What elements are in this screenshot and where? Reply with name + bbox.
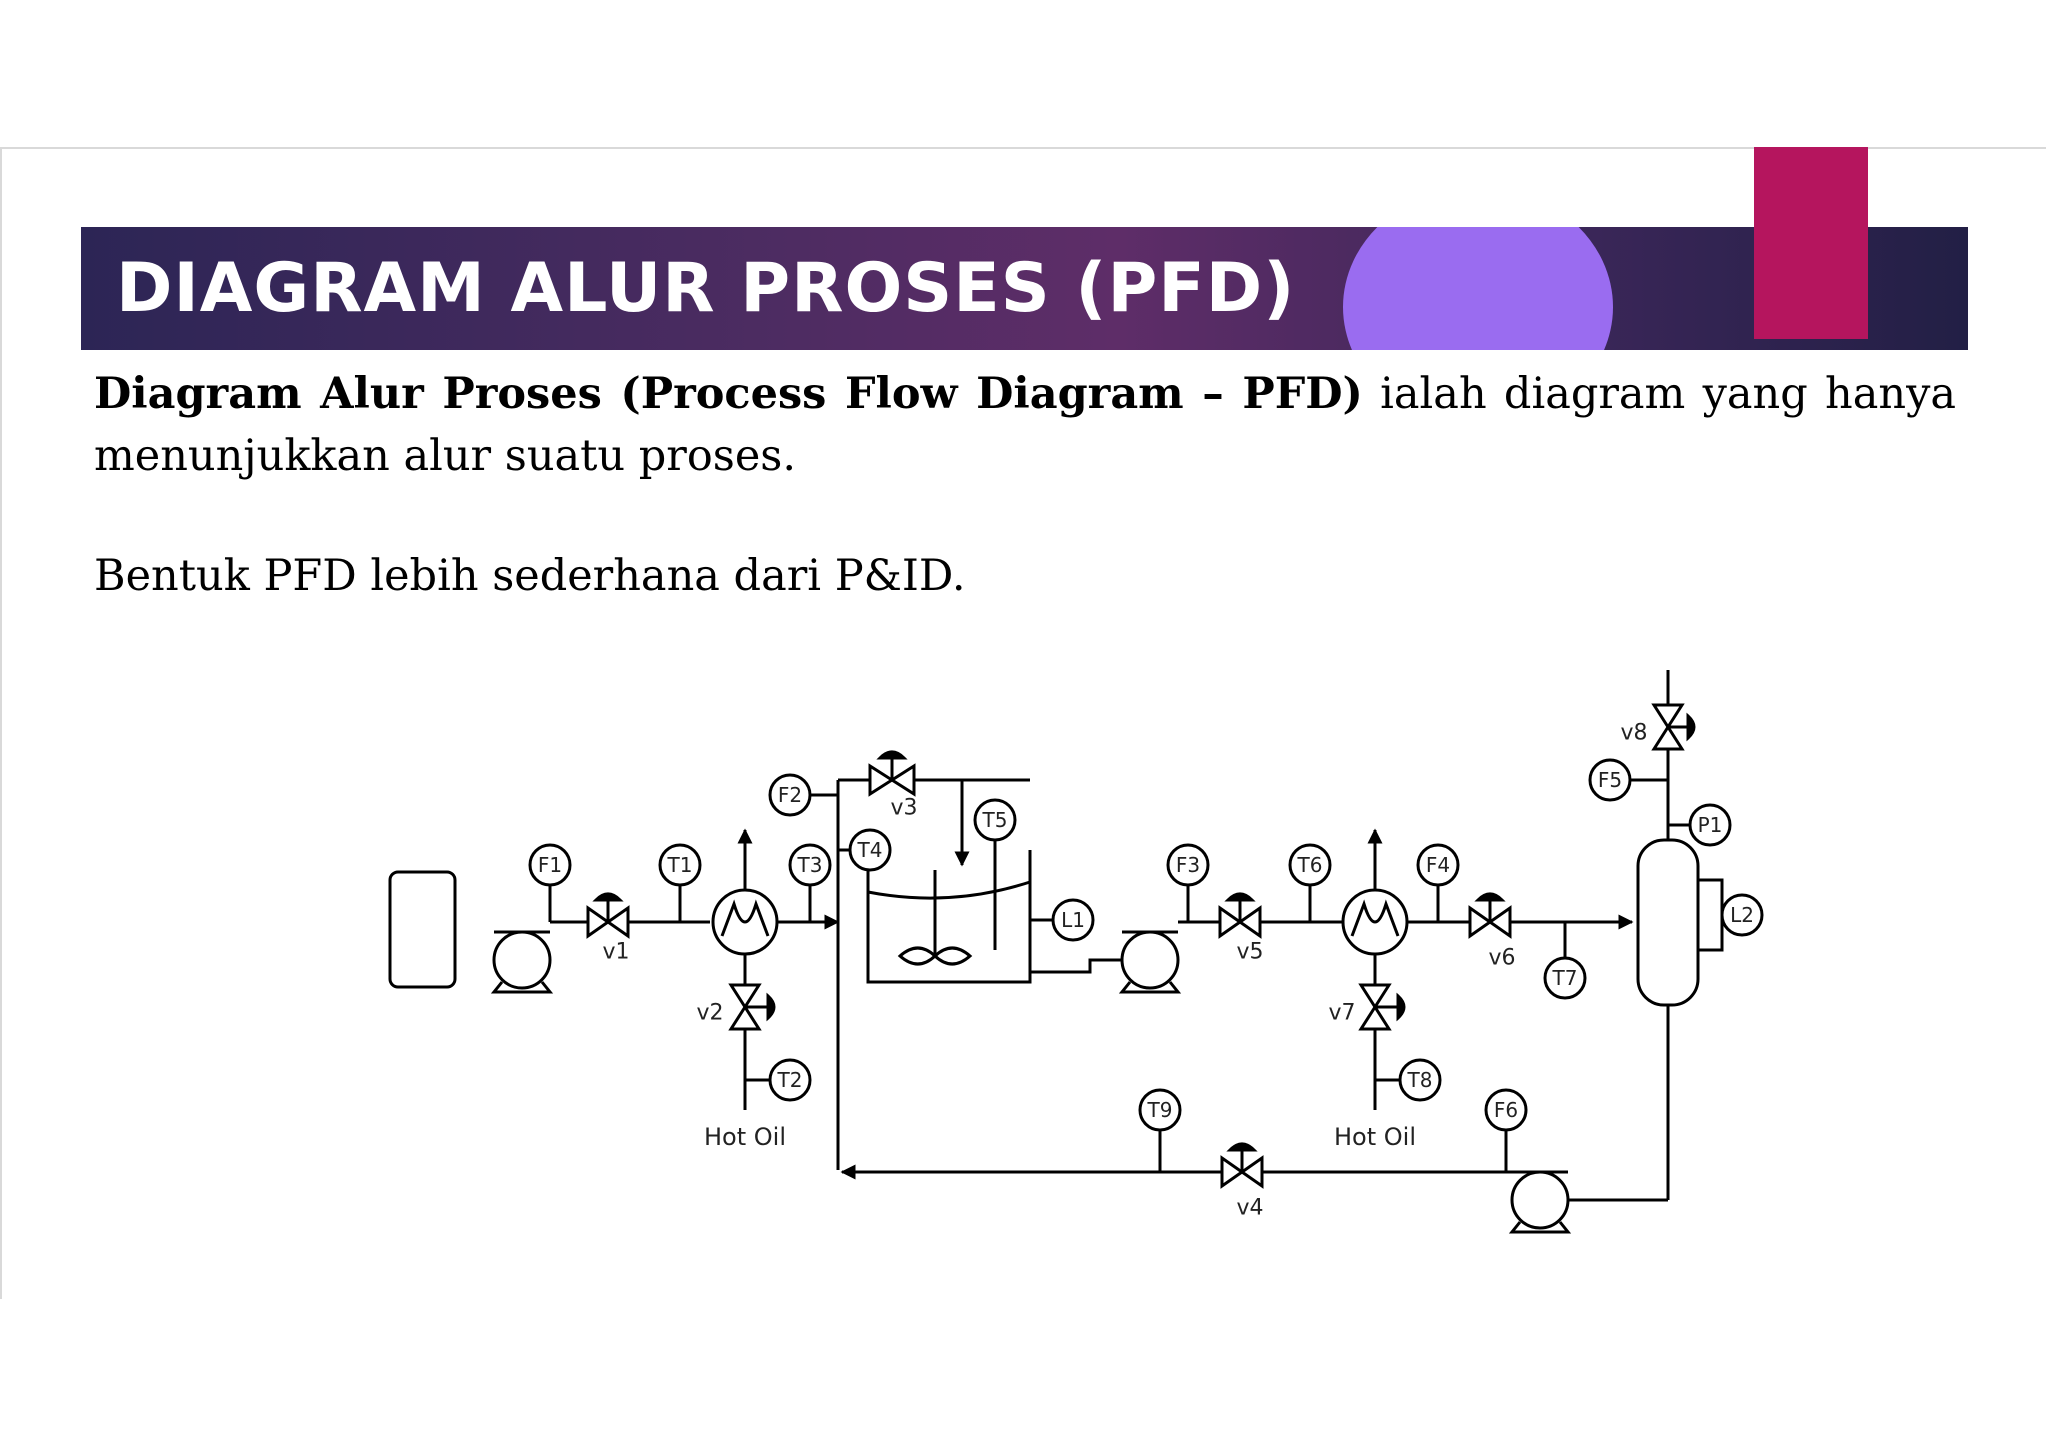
label-T8: T8 (1407, 1068, 1433, 1092)
valve-v7 (1358, 983, 1406, 1031)
label-v2: v2 (696, 1001, 723, 1026)
accent-rectangle (1754, 147, 1868, 339)
comparison-paragraph: Bentuk PFD lebih sederhana dari P&ID. (94, 551, 966, 601)
instrument-F4 (1416, 843, 1460, 887)
pump-3 (1508, 1170, 1572, 1234)
label-hot-oil-left: Hot Oil (704, 1123, 786, 1151)
label-F6: F6 (1494, 1098, 1518, 1122)
label-v8: v8 (1620, 721, 1647, 746)
instrument-F6 (1484, 1088, 1528, 1132)
reactor-vessel (866, 850, 1032, 984)
instrument-F3 (1166, 843, 1210, 887)
label-L2: L2 (1730, 903, 1754, 927)
label-T3: T3 (797, 853, 823, 877)
valve-v8 (1651, 703, 1696, 751)
instrument-F5 (1588, 758, 1632, 802)
slide-frame (0, 147, 2046, 1299)
valve-v6 (1468, 892, 1512, 939)
label-hot-oil-right: Hot Oil (1334, 1123, 1416, 1151)
label-T1: T1 (667, 853, 693, 877)
label-F1: F1 (538, 853, 562, 877)
label-T6: T6 (1297, 853, 1323, 877)
instrument-F1 (528, 843, 572, 887)
title-decor-circle (1343, 227, 1613, 350)
title-band: DIAGRAM ALUR PROSES (PFD) (81, 227, 1968, 350)
valve-v2 (728, 983, 776, 1031)
valve-v3 (868, 750, 916, 797)
label-v7: v7 (1328, 1001, 1355, 1026)
definition-term: Diagram Alur Proses (Process Flow Diagra… (94, 369, 1363, 419)
label-v6: v6 (1488, 946, 1515, 971)
instrument-T3 (788, 843, 832, 887)
label-F5: F5 (1598, 768, 1622, 792)
instrument-T2 (768, 1058, 812, 1102)
definition-paragraph: Diagram Alur Proses (Process Flow Diagra… (94, 363, 1956, 487)
label-v4: v4 (1236, 1196, 1263, 1221)
label-T5: T5 (982, 808, 1008, 832)
label-F2: F2 (778, 783, 802, 807)
label-F3: F3 (1176, 853, 1200, 877)
label-v3: v3 (890, 796, 917, 821)
pump-1 (490, 930, 554, 994)
label-T4: T4 (857, 838, 883, 862)
instrument-L1 (1051, 898, 1095, 942)
instrument-T5 (973, 798, 1017, 842)
pump-2 (1118, 930, 1182, 994)
instrument-L2 (1720, 893, 1764, 937)
feed-tank (388, 870, 457, 989)
slide-title: DIAGRAM ALUR PROSES (PFD) (116, 249, 1296, 328)
valve-v5 (1218, 892, 1262, 939)
label-v5: v5 (1236, 940, 1263, 965)
label-F4: F4 (1426, 853, 1450, 877)
instrument-P1 (1688, 803, 1732, 847)
instrument-T8 (1398, 1058, 1442, 1102)
label-T9: T9 (1147, 1098, 1173, 1122)
separator-vessel (1636, 838, 1700, 1007)
instrument-T6 (1288, 843, 1332, 887)
instrument-F2 (768, 773, 812, 817)
label-T7: T7 (1552, 966, 1578, 990)
instrument-T1 (658, 843, 702, 887)
valve-v4 (1220, 1142, 1264, 1189)
instrument-T7 (1543, 956, 1587, 1000)
valve-v1 (586, 892, 630, 939)
label-T2: T2 (777, 1068, 803, 1092)
label-L1: L1 (1061, 908, 1085, 932)
instrument-T4 (848, 828, 892, 872)
instrument-T9 (1138, 1088, 1182, 1132)
label-P1: P1 (1698, 813, 1723, 837)
process-flow-diagram: F1 T1 T3 T4 F2 T5 L1 T2 F3 T6 F4 T7 T8 F… (388, 670, 1764, 1234)
heat-exchanger-1 (711, 888, 779, 956)
definition-text: ialah diagram yang hanya menunjukkan alu… (94, 369, 1957, 481)
heat-exchanger-2 (1341, 888, 1409, 956)
label-v1: v1 (602, 940, 629, 965)
